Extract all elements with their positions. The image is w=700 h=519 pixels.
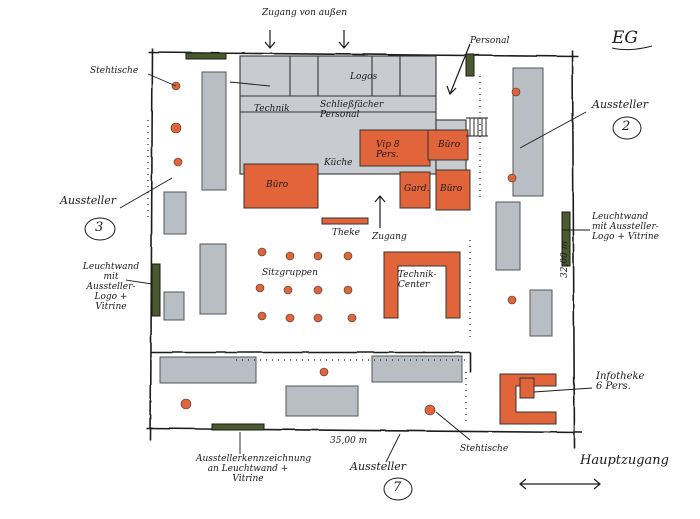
room-buero-1: Büro [266, 180, 289, 190]
stand-tables-bottom-label: Stehtische [460, 444, 509, 454]
dimension-width: 35,00 m [330, 436, 368, 446]
light-walls [151, 52, 571, 431]
stand-tables-top-label: Stehtische [90, 66, 139, 76]
entrance-outside-label: Zugang von außen [262, 8, 348, 18]
technik-center-label: Technik-Center [398, 270, 437, 290]
stairs [466, 117, 488, 137]
exhibitor-7-number: 7 [393, 480, 402, 495]
infotheke-label: Infotheke 6 Pers. [596, 371, 645, 392]
exhibitor-2-label: Aussteller [592, 98, 649, 111]
logos-label: Logos [350, 72, 378, 82]
exhibitor-3-label: Aussteller [60, 194, 117, 207]
main-entrance-label: Hauptzugang [580, 453, 669, 468]
leuchtwand-left-label: Leuchtwand mit Aussteller-Logo + Vitrine [82, 262, 140, 312]
dimension-height: 32,00 m [560, 240, 570, 278]
room-vip: Vip 8 Pers. [376, 140, 400, 160]
exhibitor-3-number: 3 [95, 220, 104, 235]
theke-label: Theke [332, 228, 360, 238]
leader-lines [119, 73, 593, 463]
room-garderobe: Gard. [404, 184, 430, 194]
room-buero-2: Büro [438, 140, 461, 150]
leuchtwand-right-label: Leuchtwand mit Aussteller-Logo + Vitrine [592, 212, 659, 242]
floor-label: EG [612, 28, 638, 48]
room-kueche: Küche [324, 158, 353, 168]
exhibitor-7-label: Aussteller [350, 460, 407, 473]
number-circles [84, 45, 653, 501]
lockers-label: Schließfächer Personal [320, 100, 384, 120]
exhibitor-marking-label: Ausstellerkennzeichnung an Leuchtwand + … [196, 454, 312, 484]
stand-tables [170, 81, 521, 416]
arrows [264, 30, 601, 490]
orange-rooms [243, 129, 557, 425]
room-buero-3: Büro [440, 184, 463, 194]
staff-label: Personal [470, 36, 510, 46]
technik-label: Technik [254, 104, 290, 114]
sitzgruppen-label: Sitzgruppen [262, 268, 318, 278]
zugang-label: Zugang [372, 232, 407, 242]
exhibitor-2-number: 2 [622, 119, 631, 134]
